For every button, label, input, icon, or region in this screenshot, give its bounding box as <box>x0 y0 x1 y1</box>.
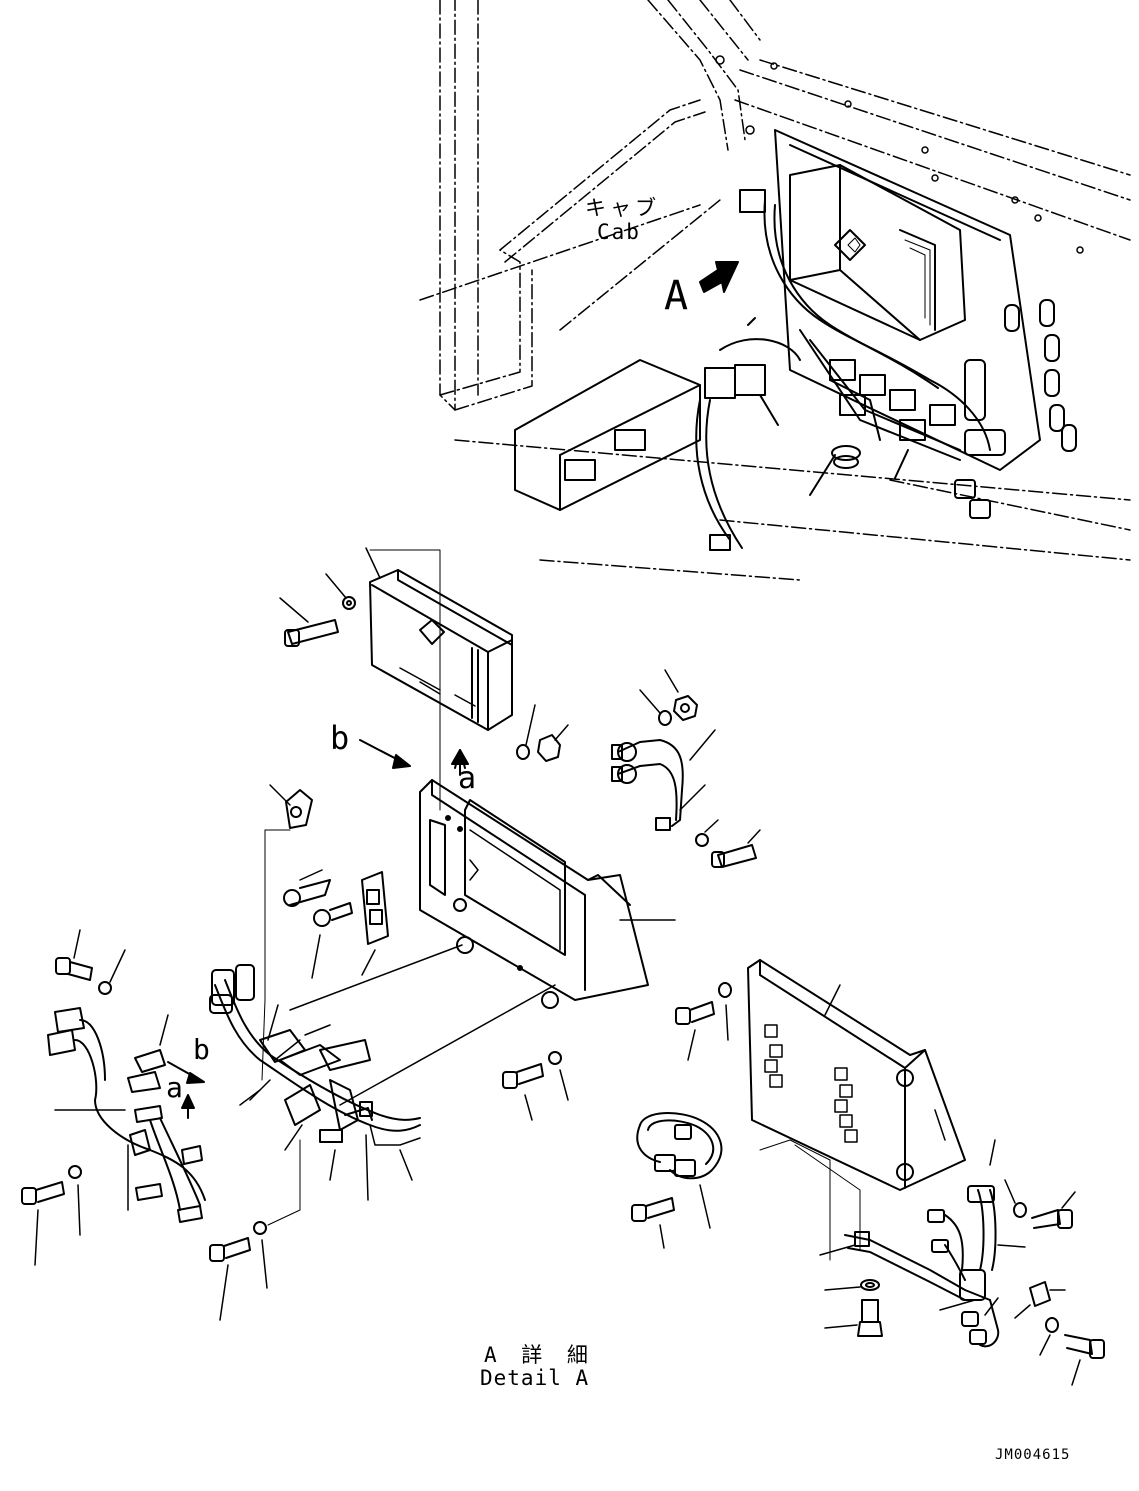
lead-washer-bolt <box>695 819 761 868</box>
controller-unit <box>369 549 513 811</box>
arrow-b-label-lower: b <box>193 1033 210 1066</box>
cab-label-en: Cab <box>597 220 641 244</box>
controller-bolt <box>279 597 339 647</box>
clip-lower-right <box>1014 1281 1066 1319</box>
loop-harness <box>636 1112 723 1229</box>
washer-lower-right-2 <box>1004 1179 1027 1218</box>
washer-lower-left-2 <box>68 1165 82 1236</box>
screw-small-1 <box>283 869 331 907</box>
arrow-a-label-upper: a <box>458 761 477 796</box>
hose-clamp <box>127 1014 169 1093</box>
washer-plate-top <box>718 982 732 1041</box>
arrow-a-label-lower: a <box>166 1071 183 1104</box>
controller-washer <box>325 547 381 610</box>
mounting-bracket <box>419 779 676 1009</box>
cab-wall-studs <box>1004 299 1077 452</box>
washer-upper-mid <box>516 704 536 760</box>
nut-upper-right <box>664 669 698 721</box>
washer-lower-right-3 <box>1039 1317 1059 1356</box>
bolt-lower-right-2 <box>1031 1191 1076 1229</box>
bolt-plate-top <box>675 1001 715 1061</box>
drawing-number: JM004615 <box>995 1447 1071 1463</box>
bolt-lower-right-3 <box>1064 1334 1105 1386</box>
washer-upper-right <box>639 689 672 726</box>
bolt-mid <box>502 1063 544 1121</box>
detail-title-jp: A 詳 細 <box>484 1343 594 1367</box>
view-b-label: b <box>330 719 350 757</box>
installed-controller-assembly <box>514 55 1084 551</box>
washer-mid <box>548 1051 569 1101</box>
view-a-label: A <box>664 273 689 319</box>
clip-upper-left <box>264 784 313 1001</box>
main-harness <box>209 944 556 1201</box>
detail-title-en: Detail A <box>480 1366 590 1390</box>
washer-lower-right-1 <box>824 1279 880 1291</box>
relay-block <box>361 871 389 976</box>
bolt-lower-left-1 <box>55 929 93 981</box>
view-a-arrow <box>699 261 739 293</box>
bolt-loop <box>631 1197 675 1249</box>
cab-label-jp: キャブ <box>585 196 660 220</box>
cab-frame <box>419 0 1131 581</box>
bolt-lower-right-1 <box>824 1299 883 1337</box>
sensor-lead-cable <box>611 729 716 831</box>
bolt-lower-center <box>209 1237 251 1321</box>
relay-plate <box>747 959 966 1261</box>
nut-upper-mid <box>537 724 569 762</box>
washer-lower-center <box>253 1139 301 1289</box>
sub-harness <box>47 1007 206 1223</box>
washer-lower-left-1 <box>98 949 126 995</box>
bolt-lower-left-2 <box>21 1181 65 1266</box>
relay-sockets <box>764 1024 858 1143</box>
cab-wall-holes <box>715 55 1084 254</box>
lower-right-harness <box>819 1139 1026 1348</box>
screw-small-2 <box>311 902 353 979</box>
